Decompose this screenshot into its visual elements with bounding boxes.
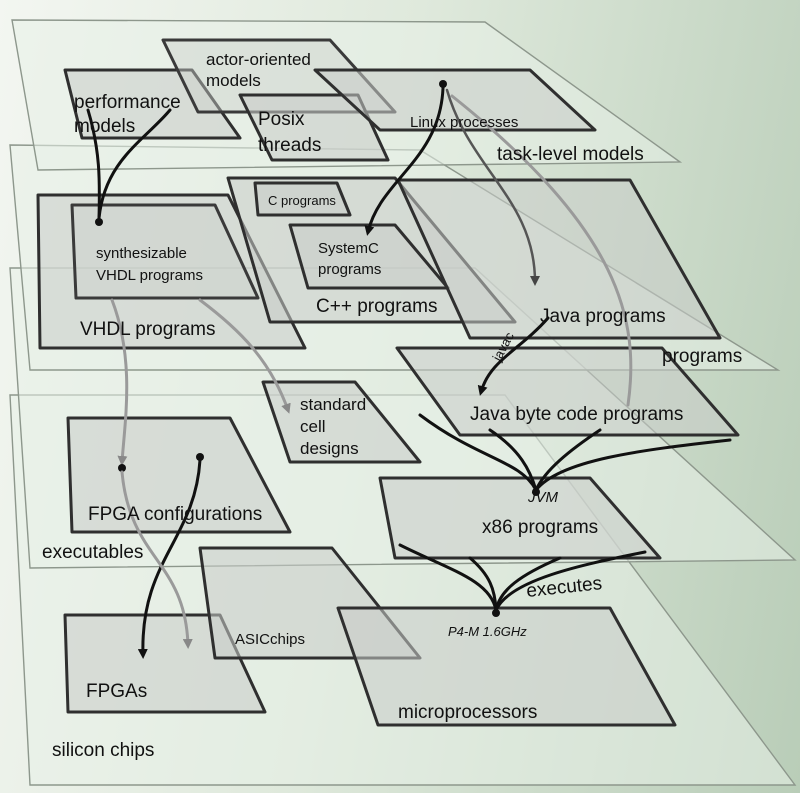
java-programs-box	[396, 178, 722, 340]
x86-programs-label: x86 programs	[482, 517, 598, 538]
posix-threads-box	[238, 93, 390, 162]
java-programs-label: Java programs	[540, 306, 666, 327]
fpgas-label: FPGAs	[86, 681, 147, 702]
bytecode-to-jvm-arrow-4	[534, 438, 732, 492]
vhdl-to-fpga-arrow	[110, 298, 129, 466]
jvm-dot	[532, 488, 540, 496]
x86-to-p4-arrow-2	[468, 556, 498, 612]
x86-programs-box	[378, 476, 662, 560]
vhdl-to-stdcell-arrow	[198, 298, 291, 414]
x86-to-p4-arrow-3	[494, 556, 562, 612]
fpga-conf-dot-left	[118, 464, 126, 472]
fpga-conf-dot-right	[196, 453, 204, 461]
bytecode-to-jvm-arrow-1	[418, 413, 538, 492]
vhdl-programs-label: VHDL programs	[80, 319, 216, 340]
bytecode-to-jvm-arrow-3	[534, 428, 602, 492]
task-level-models-label: task-level models	[497, 144, 644, 165]
posix-to-vhdl-arrow	[97, 108, 172, 220]
asic-chips-label: ASICchips	[235, 631, 305, 648]
linux-to-systemc-arrow	[364, 86, 445, 236]
microprocessors-box	[336, 606, 677, 727]
performance-models-box	[63, 68, 242, 140]
linux-processes-label: Linux processes	[410, 114, 518, 131]
vhdl-source-dot	[95, 218, 103, 226]
x86-to-p4-arrow-4	[494, 550, 647, 612]
bytecode-to-jvm-arrow-2	[488, 428, 538, 492]
linux-to-java-arrow	[445, 88, 540, 286]
cpp-programs-label: C++ programs	[316, 296, 437, 317]
silicon-chips-label: silicon chips	[52, 740, 154, 761]
performance-to-vhdl-arrow	[86, 108, 101, 220]
executables-layer-label: executables	[42, 542, 143, 563]
standard-cell-designs-box	[261, 380, 422, 464]
javac-arrow	[477, 316, 550, 396]
x86-to-p4-arrow-1	[398, 543, 498, 612]
linux-dot	[439, 80, 447, 88]
p4m-label: P4-M 1.6GHz	[448, 624, 527, 639]
java-byte-code-label: Java byte code programs	[470, 404, 683, 425]
programs-layer-label: programs	[662, 346, 742, 367]
java-byte-code-box	[395, 346, 740, 437]
c-programs-label: C programs	[268, 193, 336, 208]
p4-dot	[492, 609, 500, 617]
synthesizable-vhdl-box	[70, 203, 260, 300]
vhdl-programs-box	[36, 193, 307, 350]
linux-to-bytecode-arrow	[450, 94, 633, 407]
c-programs-box	[253, 181, 352, 217]
jvm-label: JVM	[527, 489, 559, 506]
fpga-configurations-label: FPGA configurations	[88, 504, 262, 525]
microprocessors-label: microprocessors	[398, 702, 537, 723]
fpgaconf-to-fpgas-arrow	[137, 458, 202, 659]
fpga-to-fpgas-gray-arrow	[120, 470, 193, 649]
